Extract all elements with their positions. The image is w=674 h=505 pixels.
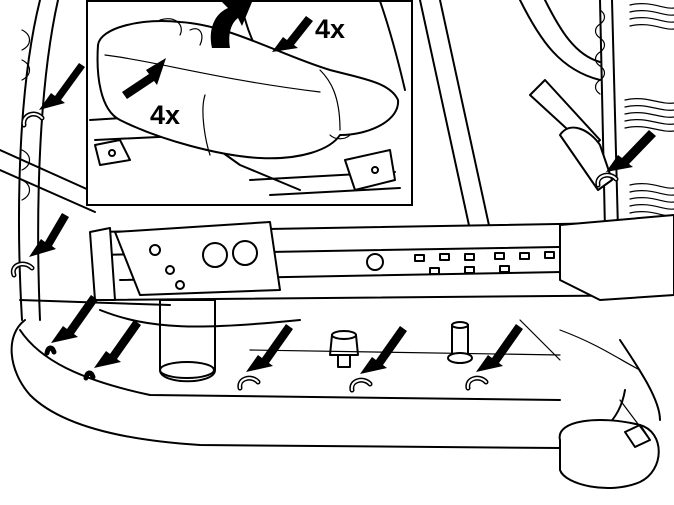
arrow-clip-4 (94, 320, 141, 368)
clip-3 (44, 345, 57, 356)
seat-back-frame (419, 0, 674, 231)
trim-clips (10, 111, 619, 393)
inset-seat-cushion (96, 18, 400, 160)
seat-side-frame-left (0, 0, 101, 321)
lower-mechanism (19, 299, 641, 383)
clip-5 (237, 375, 261, 391)
arrow-clip-1 (39, 63, 85, 110)
spring-coil-lower (629, 183, 674, 217)
seat-rail (89, 214, 674, 301)
inset-arrow-upper (272, 16, 313, 52)
spring-coil-middle (624, 98, 674, 132)
arrow-clip-8 (606, 130, 656, 172)
seat-cushion-outline (10, 319, 626, 449)
pointer-arrows (29, 63, 656, 374)
bolt-left (329, 330, 359, 368)
clip-4 (83, 370, 96, 381)
clip-2 (10, 261, 35, 278)
arrow-clip-2 (29, 213, 69, 257)
arrow-clip-3 (51, 295, 98, 343)
clip-7 (465, 375, 489, 391)
clip-8 (595, 172, 619, 188)
inset-panel: 4x 4x (86, 0, 413, 206)
lift-arrow (210, 2, 252, 48)
label-4x-lower: 4x (150, 100, 180, 130)
clip-1 (21, 111, 45, 128)
arrow-clip-6 (360, 326, 407, 374)
seat-belt-buckle (558, 339, 661, 489)
arrow-clip-7 (476, 324, 523, 372)
clip-6 (349, 377, 373, 393)
label-4x-upper: 4x (315, 14, 345, 44)
inset-arrow-lower (122, 58, 166, 99)
spring-coil-upper (629, 3, 674, 30)
belt-buckle-stalk (529, 79, 613, 191)
arrow-clip-5 (246, 324, 293, 372)
bolt-right (447, 321, 473, 364)
